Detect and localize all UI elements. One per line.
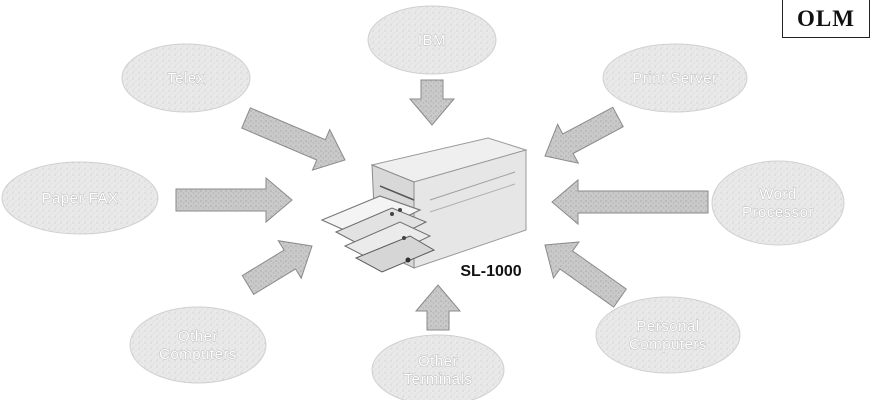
arrow-word-processor-to-printer <box>551 178 709 226</box>
printer-illustration <box>320 137 528 273</box>
source-ellipse <box>711 160 845 246</box>
source-label: Other <box>418 353 458 370</box>
source-ibm: IBM <box>367 5 497 75</box>
source-label: Telex <box>167 70 205 87</box>
arrow-other-computers-to-printer <box>241 240 313 296</box>
source-label: Word <box>759 186 797 203</box>
source-label: Processor <box>742 204 814 221</box>
source-label: Computers <box>159 346 237 363</box>
source-telex: Telex <box>121 43 251 113</box>
source-label: Other <box>178 328 218 345</box>
source-paper-fax: Paper FAX <box>1 161 159 235</box>
source-ellipse <box>121 43 251 113</box>
arrow-personal-computers-to-printer <box>544 241 627 308</box>
source-label: Computers <box>629 336 707 353</box>
source-ellipse <box>1 161 159 235</box>
arrow-other-terminals-to-printer <box>414 284 462 331</box>
source-label: Terminals <box>404 371 473 388</box>
device-label: SL-1000 <box>460 263 521 280</box>
source-label: IBM <box>418 32 446 49</box>
source-print-server: Print Server <box>602 43 748 113</box>
source-label: Print Server <box>632 70 717 87</box>
arrow-paper-fax-to-printer <box>175 176 293 224</box>
arrow-telex-to-printer <box>241 107 346 171</box>
source-ellipse <box>602 43 748 113</box>
olm-stamp: OLM <box>782 0 870 38</box>
source-ellipse <box>129 306 267 384</box>
source-ellipse <box>595 296 741 374</box>
source-ellipse <box>367 5 497 75</box>
source-label: Paper FAX <box>41 190 118 207</box>
source-label: Personal <box>636 318 699 335</box>
arrow-ibm-to-printer <box>408 79 456 126</box>
arrow-print-server-to-printer <box>544 106 624 164</box>
stamp-text: OLM <box>797 5 855 31</box>
source-ellipse <box>371 334 505 400</box>
